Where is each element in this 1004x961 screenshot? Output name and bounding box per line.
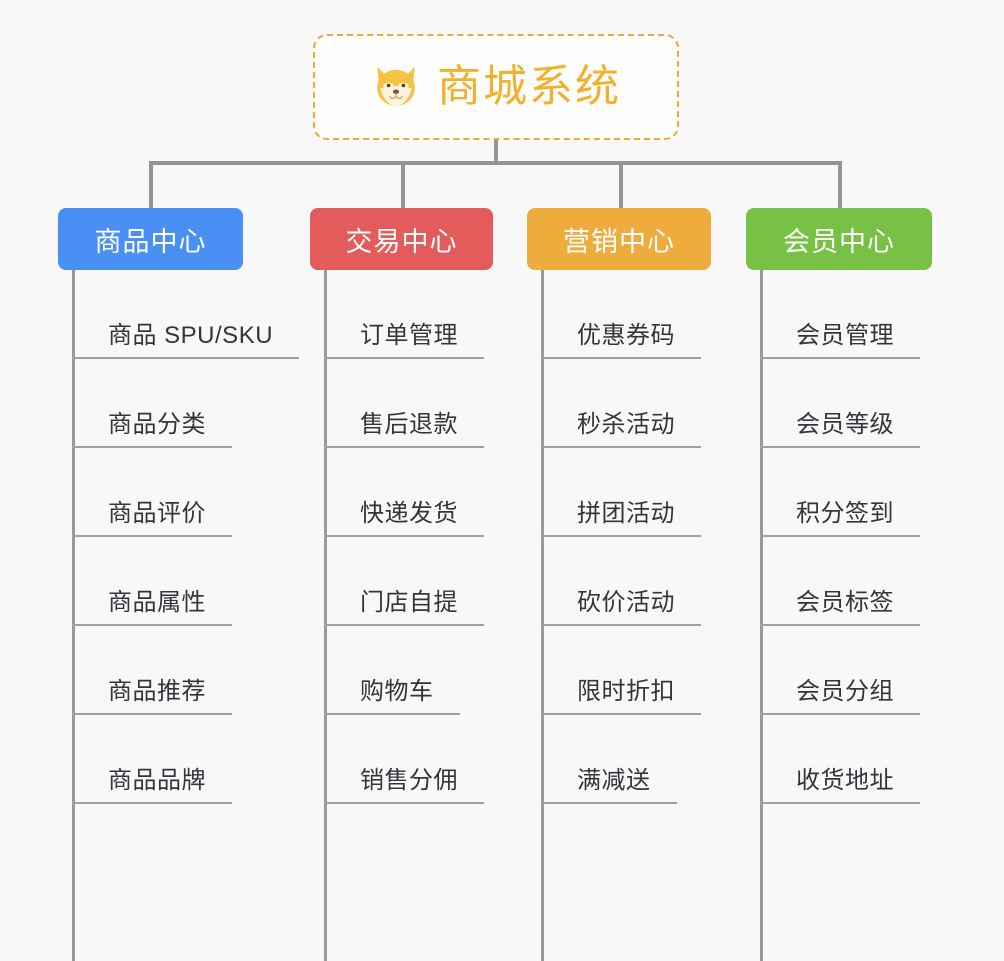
leaf-item[interactable]: 商品属性 — [72, 537, 299, 626]
leaf-label: 快递发货 — [360, 499, 458, 527]
connector-horizontal-bus — [149, 161, 842, 165]
leaf-item[interactable]: 商品推荐 — [72, 626, 299, 715]
leaf-item[interactable]: 商品 SPU/SKU — [72, 270, 300, 359]
leaf-label: 会员分组 — [796, 677, 894, 705]
leaf-label: 秒杀活动 — [577, 410, 675, 438]
leaf-item[interactable]: 限时折扣 — [541, 626, 701, 715]
leaf-item[interactable]: 会员分组 — [760, 626, 920, 715]
mindmap-canvas: 商城系统 商品中心 商品 SPU/SKU 商品分类 商品评价 商品属性 商品推荐… — [58, 34, 932, 961]
leaf-item[interactable]: 购物车 — [324, 626, 484, 715]
branch-spine-3 — [760, 270, 763, 961]
leaf-label: 购物车 — [360, 677, 434, 705]
root-label: 商城系统 — [437, 62, 621, 111]
leaf-label: 商品属性 — [108, 588, 206, 616]
leaf-item[interactable]: 商品分类 — [72, 359, 299, 448]
leaf-label: 售后退款 — [360, 410, 458, 438]
leaf-item[interactable]: 快递发货 — [324, 448, 484, 537]
leaf-label: 会员管理 — [796, 321, 894, 349]
leaf-label: 订单管理 — [360, 321, 458, 349]
leaf-item[interactable]: 售后退款 — [324, 359, 484, 448]
branch-header-marketing-center[interactable]: 营销中心 — [527, 208, 711, 270]
root-node[interactable]: 商城系统 — [313, 34, 679, 140]
leaf-item[interactable]: 销售分佣 — [324, 715, 484, 804]
leaf-item[interactable]: 会员等级 — [760, 359, 920, 448]
leaf-label: 会员等级 — [796, 410, 894, 438]
leaf-label: 收货地址 — [796, 766, 894, 794]
leaf-item[interactable]: 秒杀活动 — [541, 359, 701, 448]
shiba-dog-face-icon — [377, 66, 415, 106]
leaf-label: 商品品牌 — [108, 766, 206, 794]
branch-header-member-center[interactable]: 会员中心 — [746, 208, 932, 270]
leaf-item[interactable]: 商品品牌 — [72, 715, 299, 804]
leaf-list-trade-center: 订单管理 售后退款 快递发货 门店自提 购物车 销售分佣 — [324, 270, 484, 804]
leaf-list-product-center: 商品 SPU/SKU 商品分类 商品评价 商品属性 商品推荐 商品品牌 — [72, 270, 300, 804]
leaf-label: 商品 SPU/SKU — [108, 321, 274, 349]
leaf-list-marketing-center: 优惠券码 秒杀活动 拼团活动 砍价活动 限时折扣 满减送 — [541, 270, 701, 804]
leaf-item[interactable]: 会员标签 — [760, 537, 920, 626]
leaf-item[interactable]: 会员管理 — [760, 270, 920, 359]
branch-spine-0 — [72, 270, 75, 961]
branch-spine-1 — [324, 270, 327, 961]
connector-drop-1 — [401, 161, 405, 208]
branch-header-trade-center[interactable]: 交易中心 — [310, 208, 493, 270]
leaf-item[interactable]: 优惠券码 — [541, 270, 701, 359]
branch-spine-2 — [541, 270, 544, 961]
connector-drop-2 — [619, 161, 623, 208]
leaf-item[interactable]: 商品评价 — [72, 448, 299, 537]
leaf-label: 门店自提 — [360, 588, 458, 616]
leaf-label: 会员标签 — [796, 588, 894, 616]
leaf-label: 拼团活动 — [577, 499, 675, 527]
leaf-label: 满减送 — [577, 766, 651, 794]
leaf-item[interactable]: 门店自提 — [324, 537, 484, 626]
leaf-label: 商品推荐 — [108, 677, 206, 705]
leaf-item[interactable]: 满减送 — [541, 715, 701, 804]
leaf-item[interactable]: 积分签到 — [760, 448, 920, 537]
leaf-item[interactable]: 砍价活动 — [541, 537, 701, 626]
leaf-item[interactable]: 拼团活动 — [541, 448, 701, 537]
leaf-label: 商品分类 — [108, 410, 206, 438]
leaf-label: 积分签到 — [796, 499, 894, 527]
leaf-label: 商品评价 — [108, 499, 206, 527]
leaf-item[interactable]: 收货地址 — [760, 715, 920, 804]
leaf-list-member-center: 会员管理 会员等级 积分签到 会员标签 会员分组 收货地址 — [760, 270, 920, 804]
connector-root-stem — [494, 140, 498, 163]
connector-drop-0 — [149, 161, 153, 208]
leaf-item[interactable]: 订单管理 — [324, 270, 484, 359]
connector-drop-3 — [838, 161, 842, 208]
leaf-label: 优惠券码 — [577, 321, 675, 349]
leaf-label: 限时折扣 — [577, 677, 675, 705]
leaf-label: 砍价活动 — [577, 588, 675, 616]
branch-header-product-center[interactable]: 商品中心 — [58, 208, 243, 270]
leaf-label: 销售分佣 — [360, 766, 458, 794]
